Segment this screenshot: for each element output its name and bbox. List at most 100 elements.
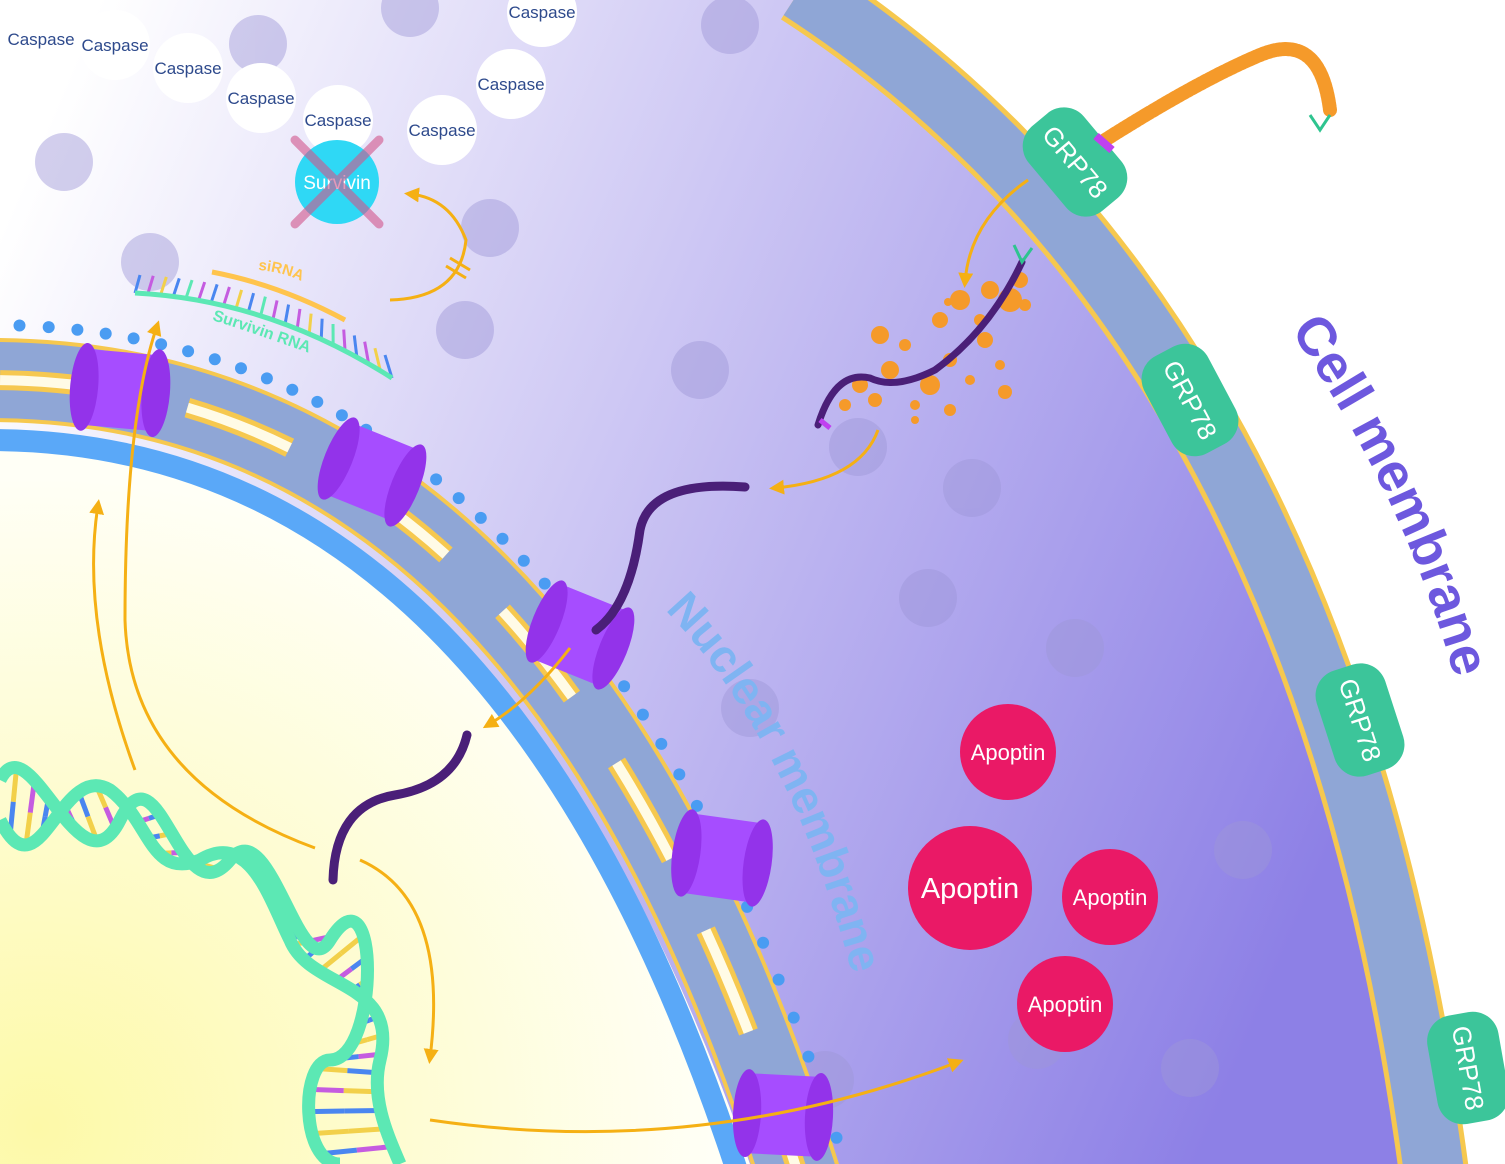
caspase: Caspase	[226, 63, 296, 133]
apoptin-group: Apoptin Apoptin Apoptin Apoptin	[908, 704, 1158, 1052]
caspase: Caspase	[153, 33, 223, 103]
rna-base	[363, 341, 371, 365]
ribosome-dot	[690, 799, 703, 812]
vesicle	[436, 301, 494, 359]
ribosome-dot	[286, 383, 299, 396]
svg-text:Caspase: Caspase	[7, 30, 74, 49]
ribosome-dot	[311, 395, 324, 408]
rna-base	[197, 281, 207, 301]
vesicle	[829, 418, 887, 476]
ribosome-dot	[208, 353, 221, 366]
vesicle	[701, 0, 759, 54]
inhibition-arrow	[389, 187, 468, 302]
ribosome-dot	[42, 321, 55, 334]
ribosome-dot	[802, 1050, 815, 1063]
apoptin-expression-arrow	[429, 1058, 964, 1134]
targeting-fiber	[1093, 42, 1337, 154]
grp78-receptor: GRP78	[1315, 663, 1405, 777]
vesicle	[461, 199, 519, 257]
caspase: Caspase	[80, 10, 150, 80]
ribosome-dot	[430, 473, 443, 486]
rna-base	[159, 276, 168, 296]
vesicle	[1046, 619, 1104, 677]
dna-helix	[0, 761, 406, 1164]
vesicle	[229, 15, 287, 73]
nuclear-pore	[671, 809, 773, 907]
inhibition-bar	[445, 256, 471, 280]
caspase-group: Caspase Caspase Caspase Caspase Caspase …	[6, 0, 577, 165]
release-arrow	[769, 429, 880, 495]
caspase: Caspase	[6, 4, 76, 74]
svg-text:Caspase: Caspase	[477, 75, 544, 94]
rna-base	[383, 354, 394, 379]
svg-text:Apoptin: Apoptin	[921, 873, 1019, 905]
nuclear-pore	[525, 580, 635, 690]
ribosome-dot	[538, 577, 551, 590]
rna-base	[246, 292, 256, 313]
rna-base	[259, 296, 267, 317]
rna-base	[209, 283, 219, 304]
transcription-arrow-2	[123, 320, 316, 850]
vesicle	[943, 459, 1001, 517]
apoptin: Apoptin	[1062, 849, 1158, 945]
ribosome-dot	[13, 319, 26, 332]
ribosome-dot	[618, 680, 631, 693]
internalized-complex	[814, 244, 1034, 430]
caspase: Caspase	[507, 0, 577, 47]
ribosome-dot	[517, 554, 530, 567]
rna-base	[342, 329, 347, 351]
ribosome-dot	[787, 1011, 800, 1024]
svg-text:Apoptin: Apoptin	[971, 740, 1046, 765]
grp78-receptor: GRP78	[1427, 1011, 1505, 1125]
integration-arrow	[359, 858, 439, 1064]
vesicle	[381, 0, 439, 37]
ribosome-dot	[757, 936, 770, 949]
ribosome-dot	[99, 327, 112, 340]
svg-text:Caspase: Caspase	[408, 121, 475, 140]
rna-base	[352, 335, 359, 358]
apoptin: Apoptin	[960, 704, 1056, 800]
cytoplasm-vesicles	[35, 0, 1272, 1109]
rna-base	[295, 308, 302, 330]
rna-base	[234, 289, 244, 310]
internalization-arrow	[958, 178, 1029, 288]
ribosome-dot	[673, 768, 686, 781]
ribosome-dot	[182, 345, 195, 358]
vesicle	[1161, 1039, 1219, 1097]
survivin: Survivin	[290, 135, 384, 229]
svg-text:Caspase: Caspase	[304, 111, 371, 130]
inhibition-cross-icon	[290, 135, 384, 229]
ribosome-dot	[155, 338, 168, 351]
svg-text:Caspase: Caspase	[154, 59, 221, 78]
vesicle	[899, 569, 957, 627]
rna-base	[133, 274, 142, 294]
ribosome-dot	[474, 511, 487, 524]
ribosome-dot	[452, 492, 465, 505]
caspase: Caspase	[476, 49, 546, 119]
rna-base	[146, 275, 155, 295]
grp78-receptor: GRP78	[1141, 343, 1239, 457]
ribosome-dot	[496, 532, 509, 545]
ribosome-dot	[830, 1131, 843, 1144]
caspase: Caspase	[303, 85, 373, 155]
svg-text:Apoptin: Apoptin	[1073, 885, 1148, 910]
vesicle	[121, 233, 179, 291]
rna-base	[319, 318, 324, 340]
ribosome-dot	[235, 362, 247, 375]
vesicle	[1214, 821, 1272, 879]
caspase: Caspase	[407, 95, 477, 165]
ribosome-dot	[127, 332, 140, 345]
svg-text:Caspase: Caspase	[81, 36, 148, 55]
nuclear-entry-arrow	[482, 647, 572, 729]
rna-base	[271, 300, 279, 321]
ribosome-dot	[636, 708, 649, 721]
ribosome-dot	[335, 409, 348, 422]
vesicle	[671, 341, 729, 399]
rna-base	[307, 313, 313, 335]
rna-base	[283, 304, 291, 325]
ribosome-dot	[655, 737, 668, 750]
nuclear-pore	[69, 343, 171, 437]
vesicle	[35, 133, 93, 191]
rna-base	[171, 277, 181, 297]
